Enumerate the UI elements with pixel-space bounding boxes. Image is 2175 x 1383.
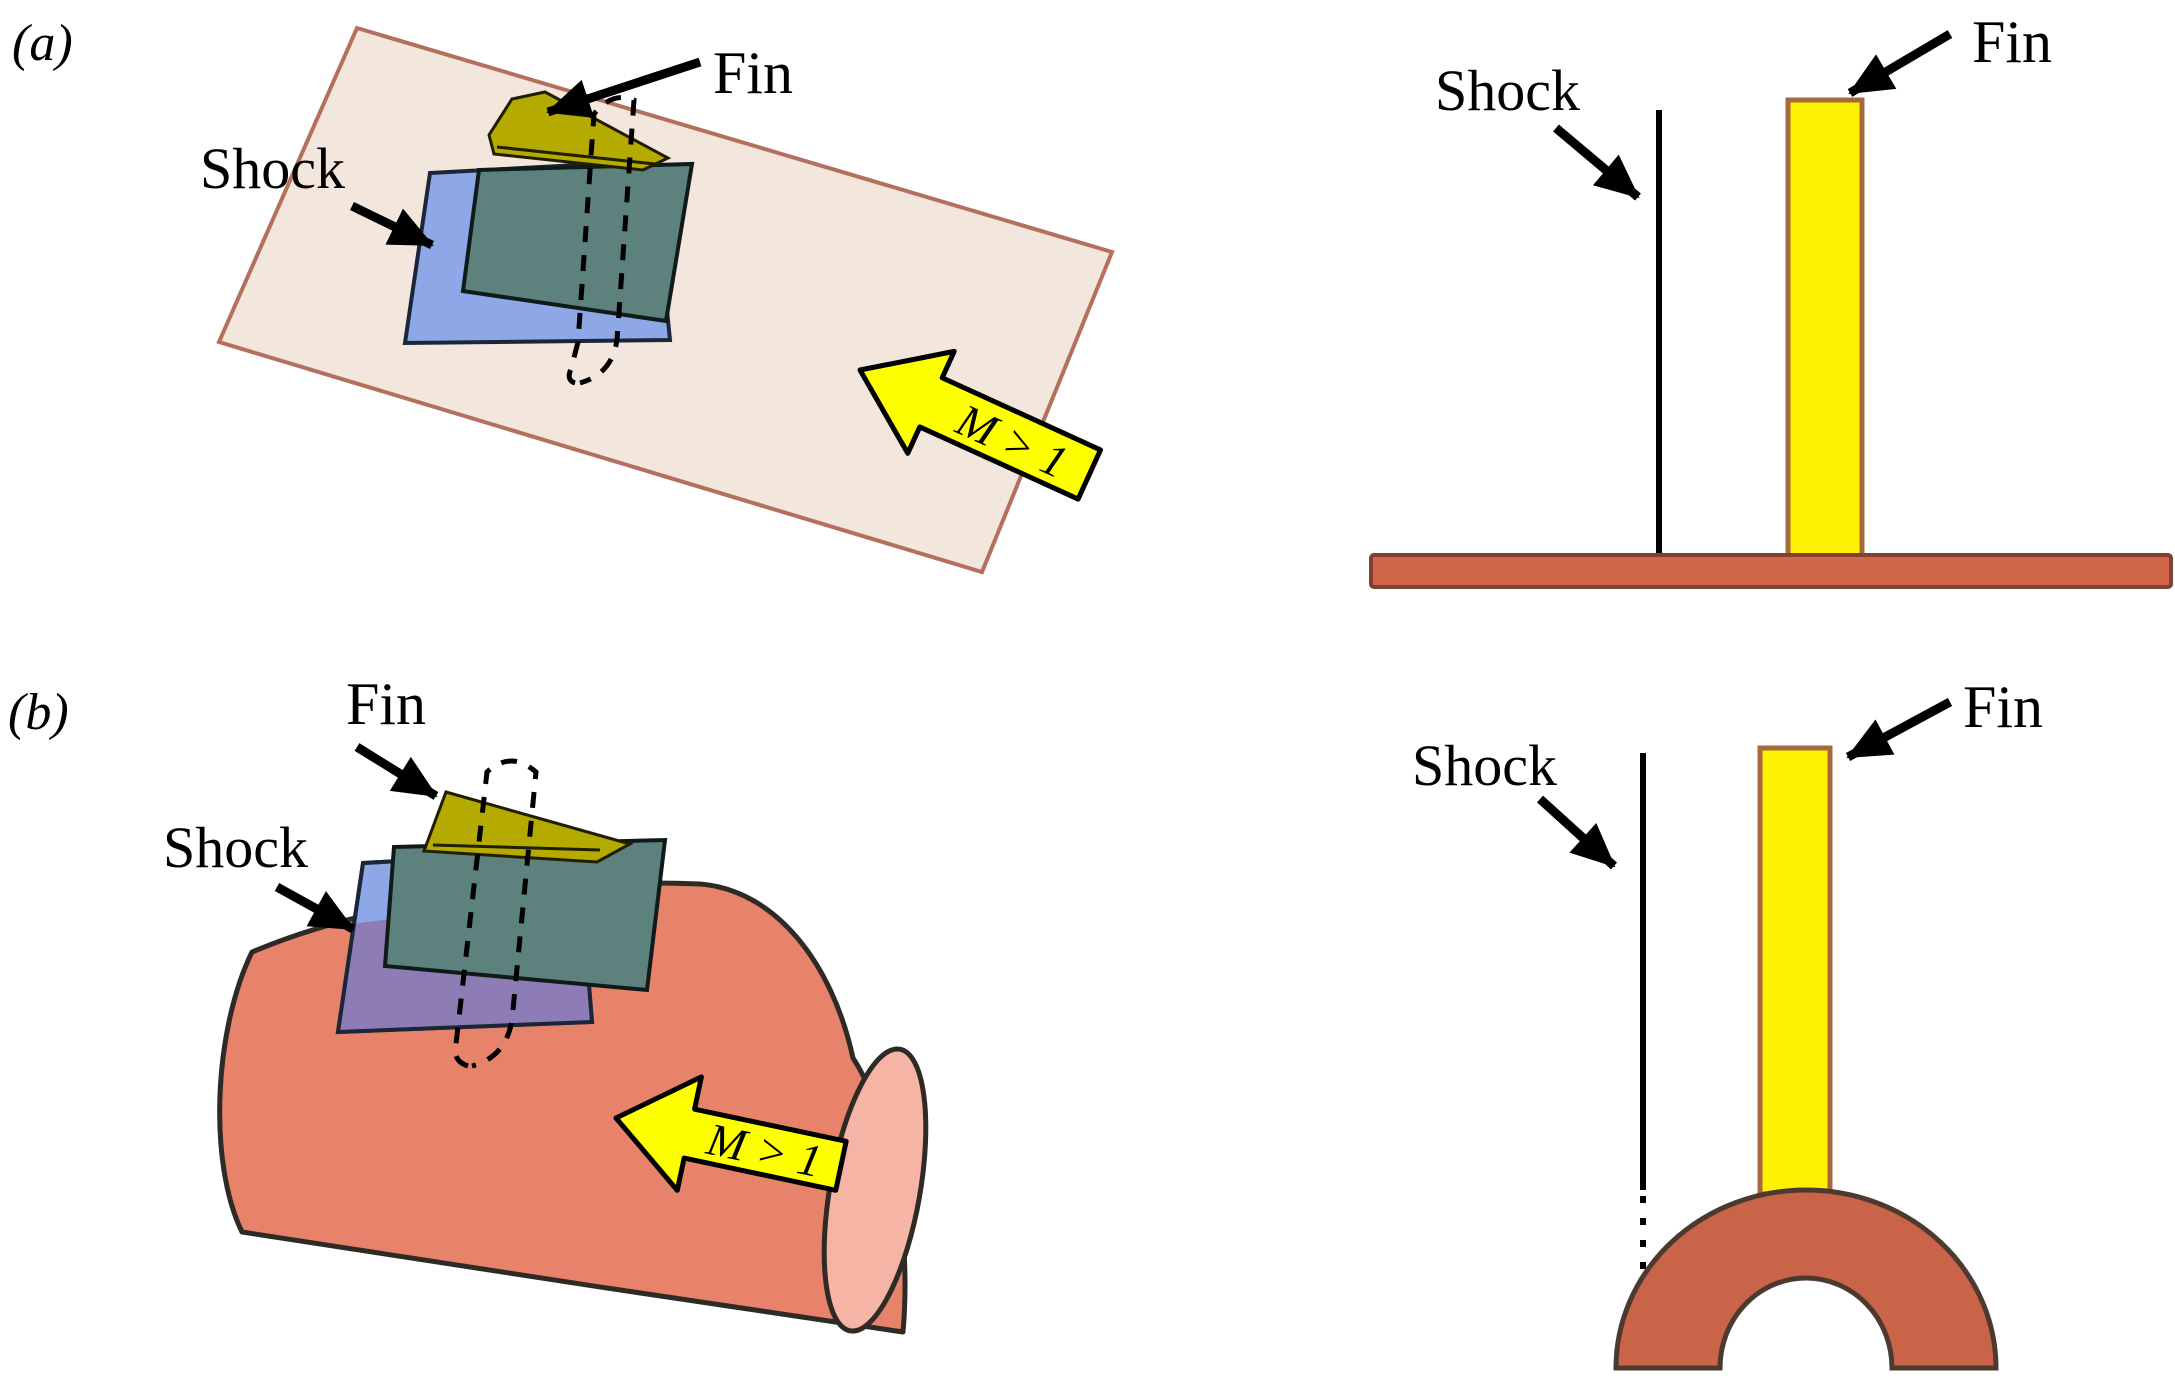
- panel-b-front-view: Shock Fin: [1412, 674, 2043, 1371]
- fin-annotation-arrow: [1845, 698, 1953, 761]
- fin-annotation-arrow: [354, 743, 439, 800]
- fin-label: Fin: [713, 40, 793, 106]
- shock-annotation-arrow: [350, 201, 434, 250]
- fin-hidden-outline: [566, 95, 637, 386]
- fin-hidden-outline: [452, 758, 539, 1069]
- panel-a-3d-view: M > 1 Fin Shock (a): [12, 15, 1115, 575]
- flow-arrow-shape: [613, 1074, 849, 1193]
- fin-plate: [1785, 97, 1865, 560]
- shock-annotation-arrow: [274, 883, 356, 933]
- shock-label: Shock: [200, 136, 345, 201]
- fin-label: Fin: [346, 671, 426, 737]
- cylinder-arch: [1613, 1187, 1999, 1371]
- panel-b-tag: (b): [8, 684, 69, 741]
- fin-plate: [1757, 745, 1833, 1197]
- fin-wedge: [421, 790, 634, 864]
- shock-annotation-arrow: [1553, 124, 1641, 201]
- fin-label: Fin: [1972, 9, 2052, 75]
- interaction-region: [460, 161, 695, 324]
- ground-surface: [1369, 553, 2173, 589]
- fin-annotation-arrow: [546, 57, 702, 118]
- fin-annotation-arrow: [1847, 30, 1953, 97]
- panel-a-tag: (a): [12, 15, 73, 72]
- flow-arrow-shape: [857, 348, 1104, 502]
- panel-b-3d-view: M > 1 Fin Shock (b): [8, 671, 929, 1335]
- shock-label: Shock: [163, 815, 308, 880]
- shock-label: Shock: [1435, 58, 1580, 123]
- shock-label: Shock: [1412, 733, 1557, 798]
- fin-label: Fin: [1963, 674, 2043, 740]
- panel-a-side-view: Shock Fin: [1369, 9, 2173, 589]
- fin-wedge-fold-line: [432, 843, 601, 852]
- shock-annotation-arrow: [1536, 795, 1618, 870]
